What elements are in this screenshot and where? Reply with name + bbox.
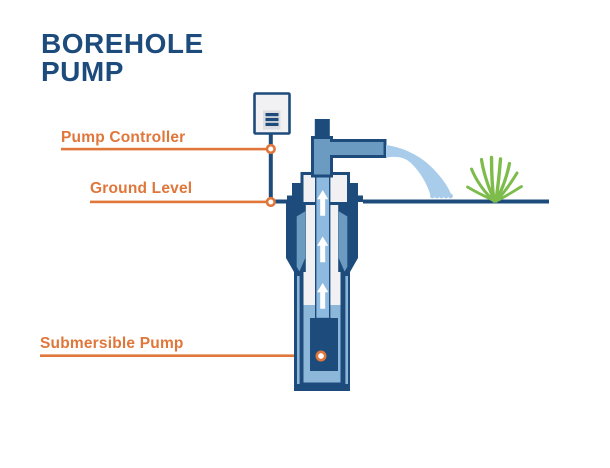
wellhead-shoulder-right <box>349 183 358 202</box>
grass-icon <box>466 155 523 203</box>
annulus-column-right-lower <box>328 272 341 305</box>
submersible-pump-body <box>310 318 338 371</box>
water-droplet-fringe <box>430 193 453 199</box>
ground-level-label: Ground Level <box>90 180 193 197</box>
menu-lines-icon <box>265 113 279 126</box>
pump-controller-label: Pump Controller <box>61 129 186 146</box>
dot-connector-icon <box>265 143 276 155</box>
casing-liner-right <box>337 208 349 275</box>
annulus-column-left-upper <box>305 203 316 272</box>
ground-line-right <box>363 199 549 204</box>
pump-controller-box <box>253 92 291 135</box>
casing-liner-left <box>295 208 307 275</box>
controller-cable <box>268 133 273 202</box>
riser-and-outlet-pipe <box>311 136 387 178</box>
riser-cap <box>314 119 330 137</box>
page-title: BOREHOLE PUMP <box>41 28 204 87</box>
submersible-pump-leader-line <box>40 354 318 357</box>
casing-stripe-left <box>297 276 300 384</box>
pump-controller-leader-line <box>61 147 267 151</box>
annulus-column-left-lower <box>303 272 316 305</box>
ground-line-left <box>275 199 287 204</box>
wellhead-flange-right <box>358 195 363 202</box>
wellhead-flange-left <box>287 195 292 202</box>
up-arrow-icon <box>317 190 329 216</box>
ground-level-leader-line <box>90 200 267 204</box>
submersible-pump-label: Submersible Pump <box>40 335 184 352</box>
dot-connector-icon <box>315 350 327 362</box>
dot-connector-icon <box>265 196 276 208</box>
dot-connector-icon-group <box>265 143 327 362</box>
water-stream <box>386 145 452 196</box>
casing-stripe-right <box>345 276 348 384</box>
wellhead-shoulder-left <box>292 183 301 202</box>
up-arrow-icon <box>317 236 329 263</box>
up-arrow-icon-group <box>317 190 329 309</box>
up-arrow-icon <box>317 283 329 309</box>
annulus-column-right-upper <box>328 203 339 272</box>
